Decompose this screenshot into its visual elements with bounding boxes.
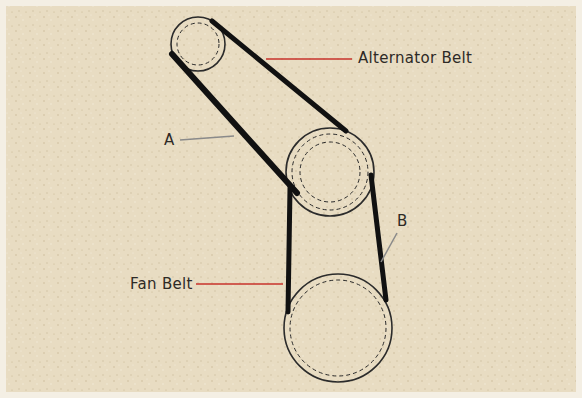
fan-pulley [284,274,392,382]
callout-letter: B [397,214,408,229]
crank-pulley [286,128,374,216]
part-label: Fan Belt [130,277,193,292]
leader-line [196,283,283,285]
textured-ground [6,6,576,392]
leader-line [266,58,352,60]
leader-line [180,136,234,140]
callout-letter: A [164,133,175,148]
alternator-belt [172,21,346,193]
part-label: Alternator Belt [358,51,472,66]
fan-belt [288,175,386,312]
leader-line [381,233,397,262]
